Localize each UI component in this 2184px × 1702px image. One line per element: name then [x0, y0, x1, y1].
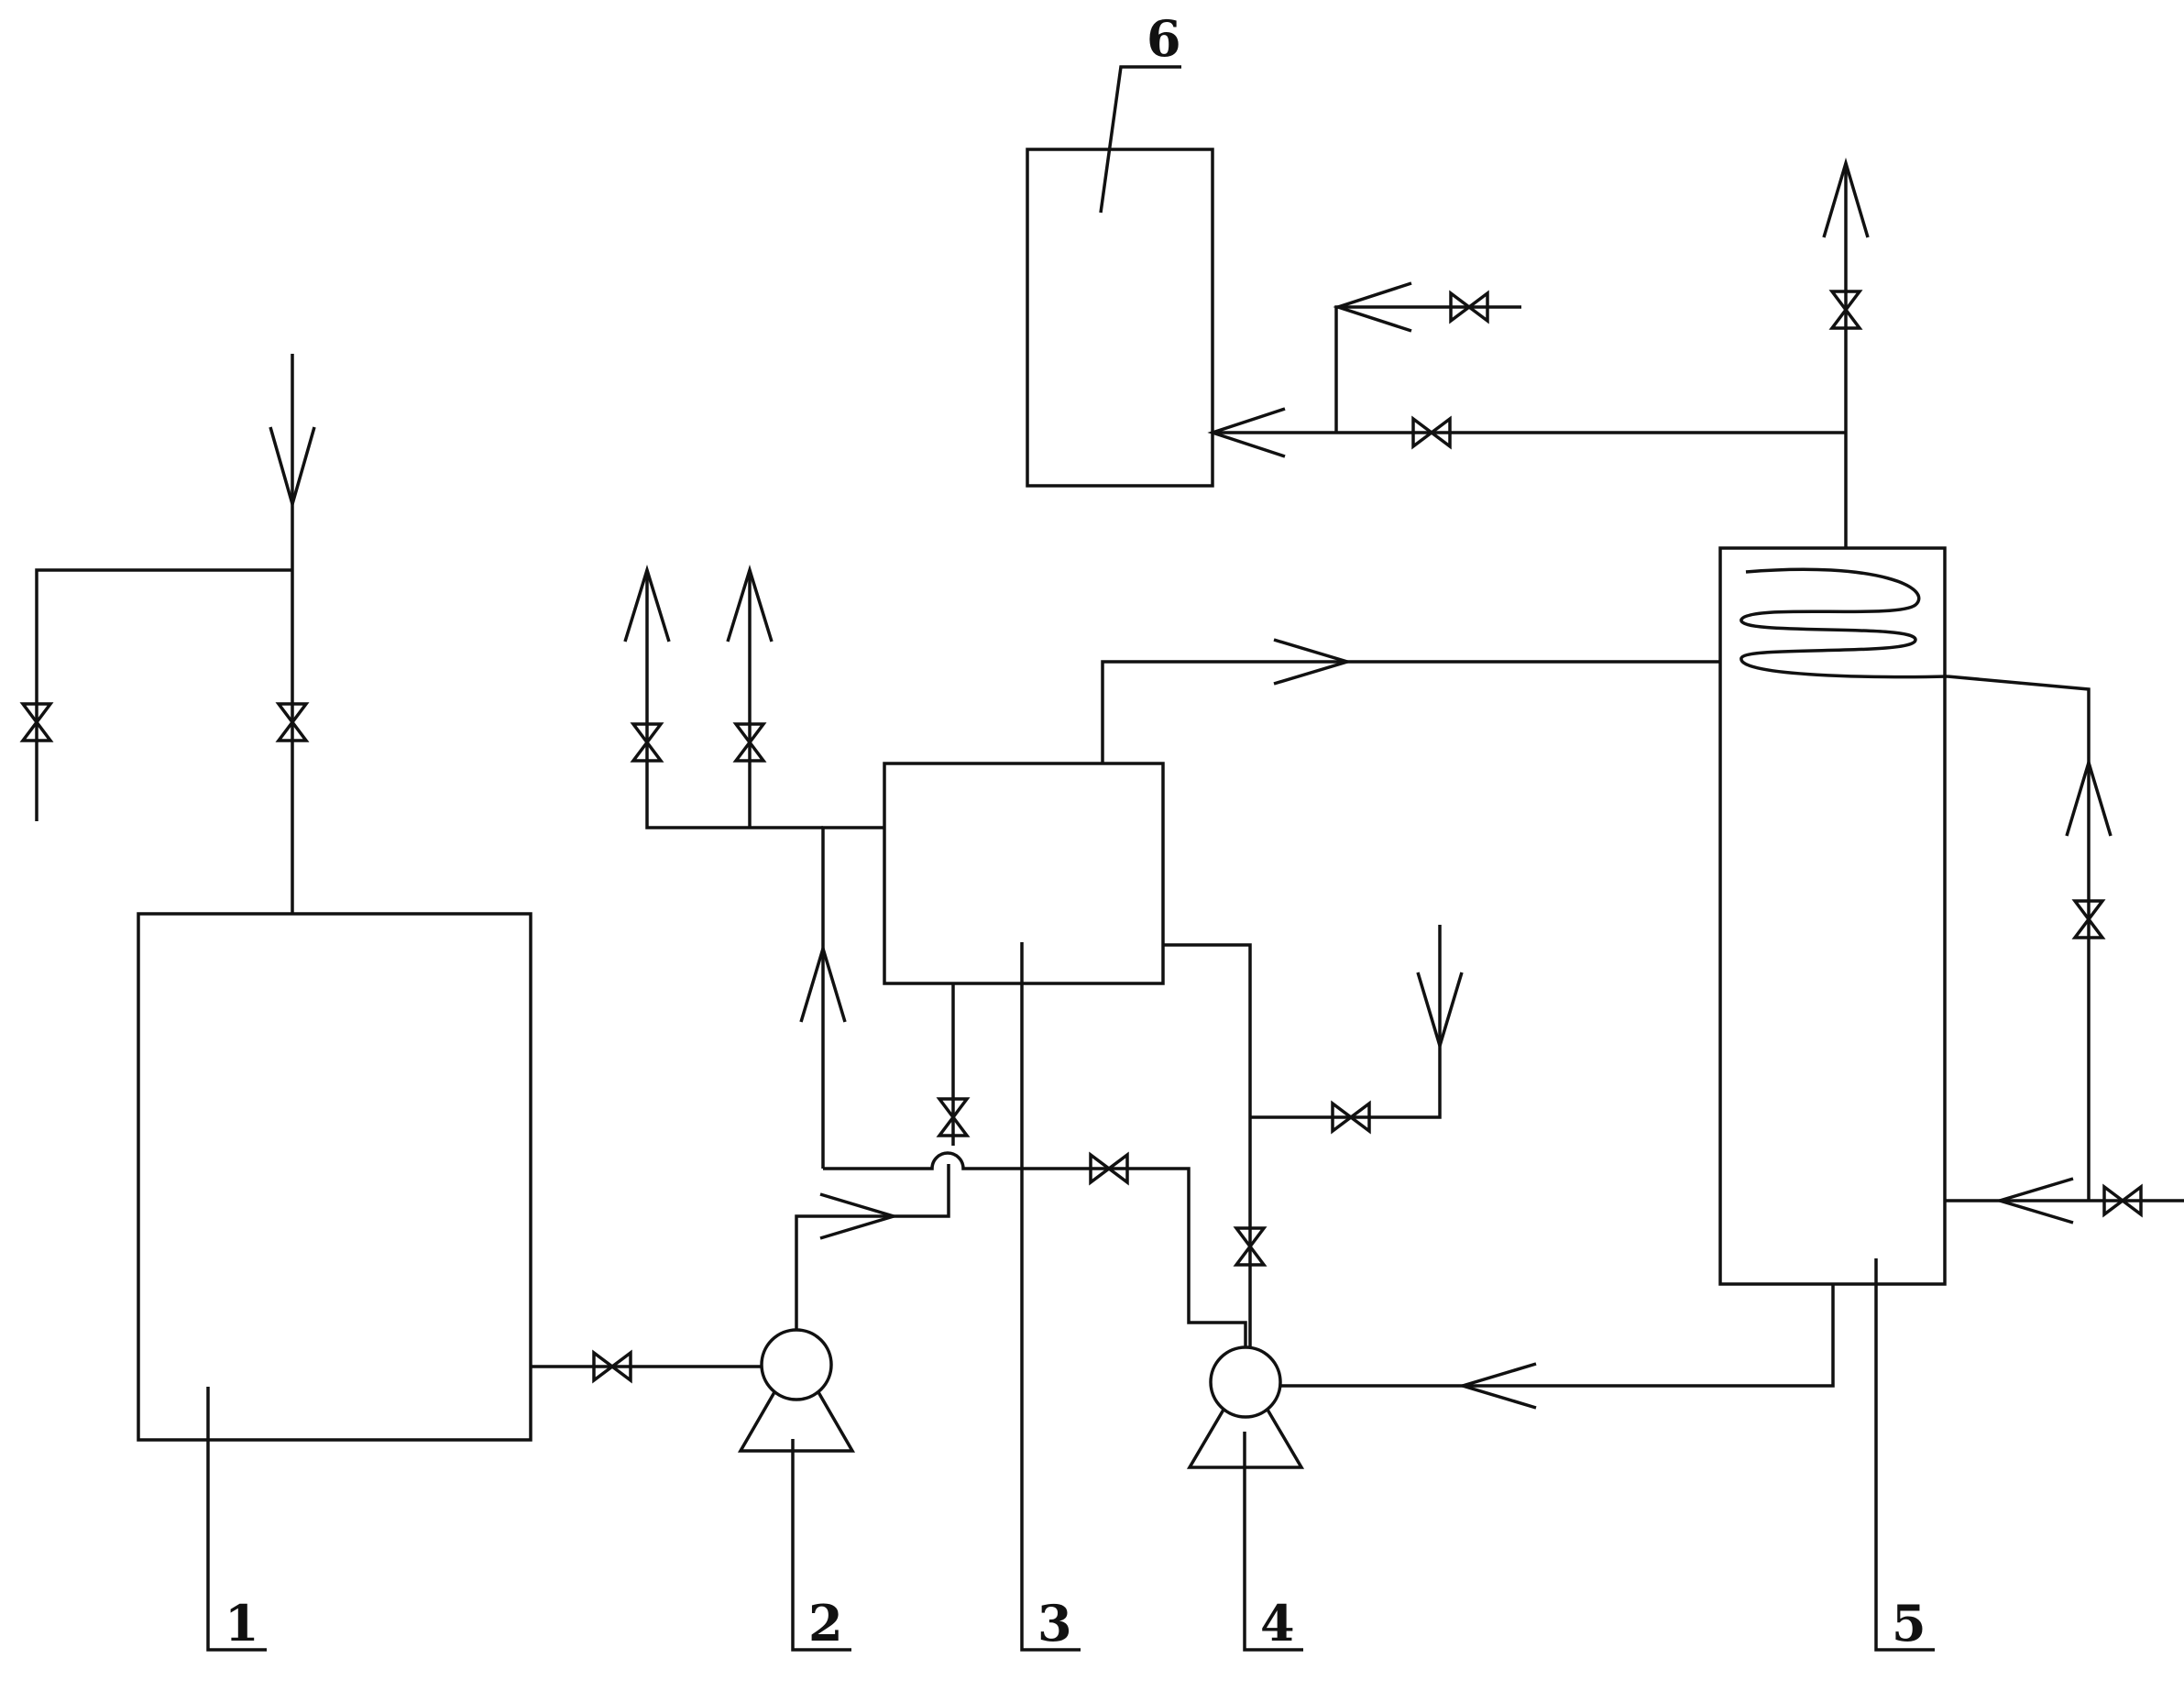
flow-arrow-icon [1822, 157, 1870, 238]
label-2: 2 [791, 1439, 851, 1653]
label-1: 1 [206, 1387, 267, 1653]
flow-arrow-icon [1456, 1362, 1537, 1410]
label-4: 4 [1243, 1432, 1303, 1653]
label-6: 6 [1099, 9, 1181, 214]
label-6-text: 6 [1147, 9, 1181, 68]
label-1-text: 1 [225, 1594, 259, 1653]
label-4-text: 4 [1260, 1594, 1295, 1653]
tank-1 [137, 912, 532, 1442]
label-5-text: 5 [1892, 1594, 1926, 1653]
flow-arrow-icon [269, 426, 316, 511]
flow-arrow-icon [2065, 756, 2113, 837]
pump-icon [737, 1328, 856, 1453]
flow-arrow-icon [1333, 281, 1412, 333]
column-5 [1718, 546, 1947, 1286]
flow-arrow-icon [1273, 638, 1354, 686]
flow-arrow-icon [1416, 972, 1464, 1052]
flow-arrow-icon [799, 942, 847, 1023]
label-5: 5 [1874, 1258, 1935, 1653]
flow-arrow-icon [1993, 1177, 2074, 1224]
heat-exchange-coil-icon [1740, 567, 1948, 679]
vessel-3 [883, 762, 1165, 985]
label-2-text: 2 [808, 1594, 843, 1653]
label-3-text: 3 [1037, 1594, 1072, 1653]
flow-arrow-icon [1207, 407, 1286, 458]
tank-6 [1026, 148, 1214, 488]
flow-arrow-icon [623, 565, 671, 642]
flow-arrow-icon [726, 565, 774, 642]
label-3: 3 [1020, 942, 1081, 1653]
flow-arrow-icon [819, 1192, 900, 1240]
